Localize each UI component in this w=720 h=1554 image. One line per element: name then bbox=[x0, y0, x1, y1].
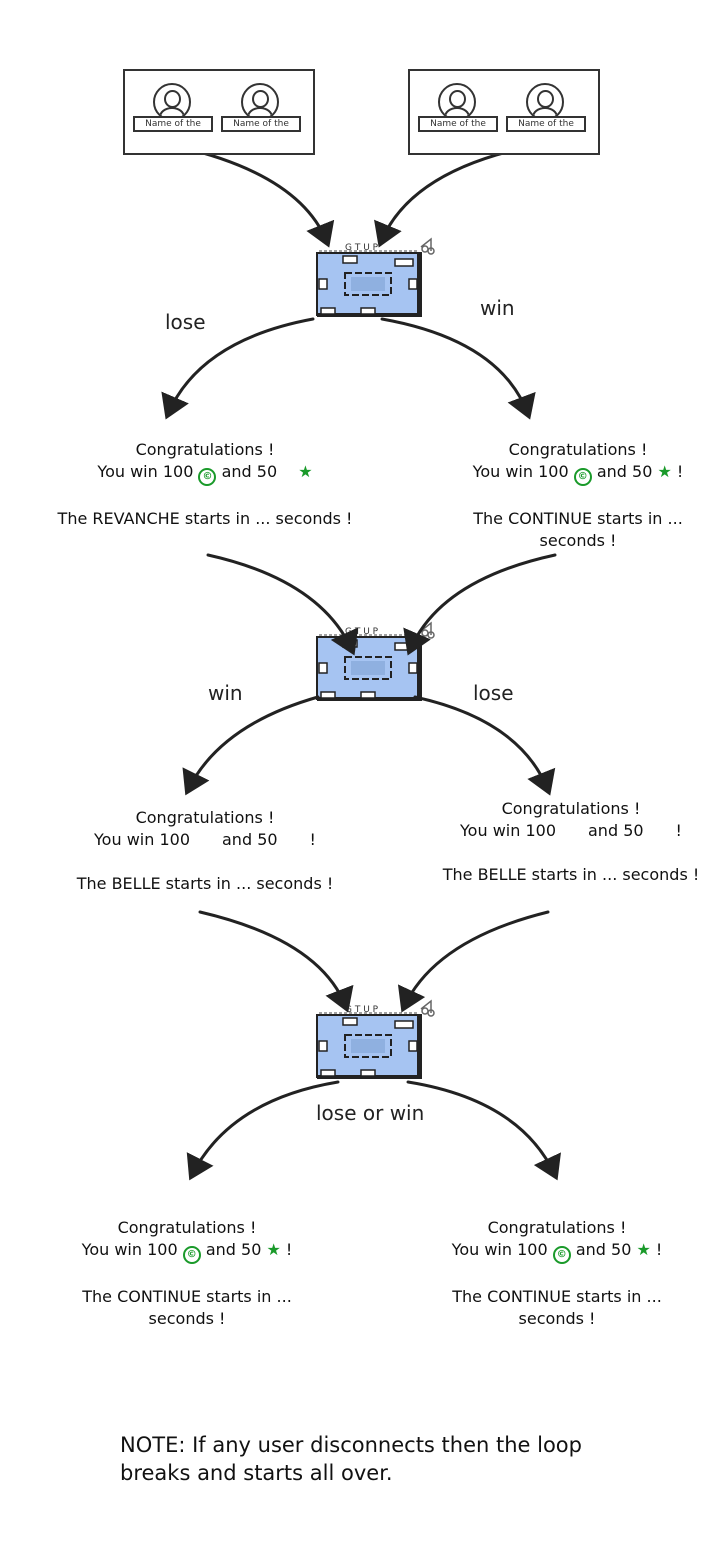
player-name-label: Name of the bbox=[506, 116, 586, 132]
avatar-icon bbox=[241, 83, 279, 121]
star-icon: ★ bbox=[298, 462, 313, 481]
arrow-revanche-to-board bbox=[206, 553, 359, 656]
round2-lose-label: lose bbox=[473, 681, 514, 705]
avatar-icon bbox=[153, 83, 191, 121]
coin-icon: © bbox=[552, 1246, 571, 1264]
coin-icon: © bbox=[182, 1246, 201, 1264]
star-icon: ★ bbox=[266, 1240, 281, 1259]
avatar-icon bbox=[526, 83, 564, 121]
game-board-3 bbox=[316, 1000, 435, 1080]
arrow-round3-left bbox=[186, 1080, 340, 1181]
round1-lose-message: Congratulations ! You win 100 © and 50 ★… bbox=[30, 439, 380, 530]
congrats-text: Congratulations ! bbox=[501, 799, 641, 818]
note-line-1: NOTE: If any user disconnects then the l… bbox=[120, 1433, 582, 1457]
continue-countdown-text-2: seconds ! bbox=[518, 1309, 596, 1328]
round1-win-label: win bbox=[480, 296, 515, 320]
congrats-text: Congratulations ! bbox=[508, 440, 648, 459]
continue-countdown-text-2: seconds ! bbox=[539, 531, 617, 550]
player-name-label: Name of the bbox=[133, 116, 213, 132]
continue-countdown-text-2: seconds ! bbox=[148, 1309, 226, 1328]
arrow-left-players-to-board bbox=[178, 145, 335, 248]
continue-countdown-text: The CONTINUE starts in ... bbox=[452, 1287, 662, 1306]
congrats-text: Congratulations ! bbox=[135, 808, 275, 827]
coin-icon: © bbox=[198, 468, 217, 486]
belle-countdown-text: The BELLE starts in ... seconds ! bbox=[442, 865, 700, 884]
player-name-label: Name of the bbox=[221, 116, 301, 132]
avatar-icon bbox=[438, 83, 476, 121]
arrow-continue-to-board bbox=[403, 553, 557, 656]
star-icon: ★ bbox=[636, 1240, 651, 1259]
game-board-1 bbox=[316, 238, 435, 318]
disconnect-note: NOTE: If any user disconnects then the l… bbox=[120, 1431, 582, 1487]
revanche-countdown-text: The REVANCHE starts in ... seconds ! bbox=[57, 509, 353, 528]
round1-lose-label: lose bbox=[165, 310, 206, 334]
continue-countdown-text: The CONTINUE starts in ... bbox=[82, 1287, 292, 1306]
belle-countdown-text: The BELLE starts in ... seconds ! bbox=[76, 874, 334, 893]
congrats-text: Congratulations ! bbox=[487, 1218, 627, 1237]
arrow-round1-win bbox=[380, 317, 536, 420]
arrow-round2-lose bbox=[413, 695, 556, 796]
arrow-round1-lose bbox=[161, 317, 315, 420]
round3-lose-or-win-label: lose or win bbox=[316, 1101, 425, 1125]
player-group-left: Name of the Name of the bbox=[123, 69, 315, 155]
congrats-text: Congratulations ! bbox=[117, 1218, 257, 1237]
round2-win-label: win bbox=[208, 681, 243, 705]
arrow-right-players-to-board bbox=[374, 145, 530, 248]
coin-icon: © bbox=[573, 468, 592, 486]
arrow-round2-win bbox=[182, 695, 320, 796]
round1-win-message: Congratulations ! You win 100 © and 50 ★… bbox=[430, 439, 720, 552]
note-line-2: breaks and starts all over. bbox=[120, 1461, 393, 1485]
arrow-belle-right-to-board bbox=[397, 910, 550, 1013]
player-group-right: Name of the Name of the bbox=[408, 69, 600, 155]
star-icon: ★ bbox=[657, 462, 672, 481]
congrats-text: Congratulations ! bbox=[135, 440, 275, 459]
arrow-round3-right bbox=[406, 1080, 561, 1181]
round3-left-message: Congratulations ! You win 100 © and 50 ★… bbox=[55, 1217, 319, 1330]
continue-countdown-text: The CONTINUE starts in ... bbox=[473, 509, 683, 528]
arrow-belle-left-to-board bbox=[198, 910, 354, 1013]
round3-right-message: Congratulations ! You win 100 © and 50 ★… bbox=[425, 1217, 689, 1330]
player-name-label: Name of the bbox=[418, 116, 498, 132]
